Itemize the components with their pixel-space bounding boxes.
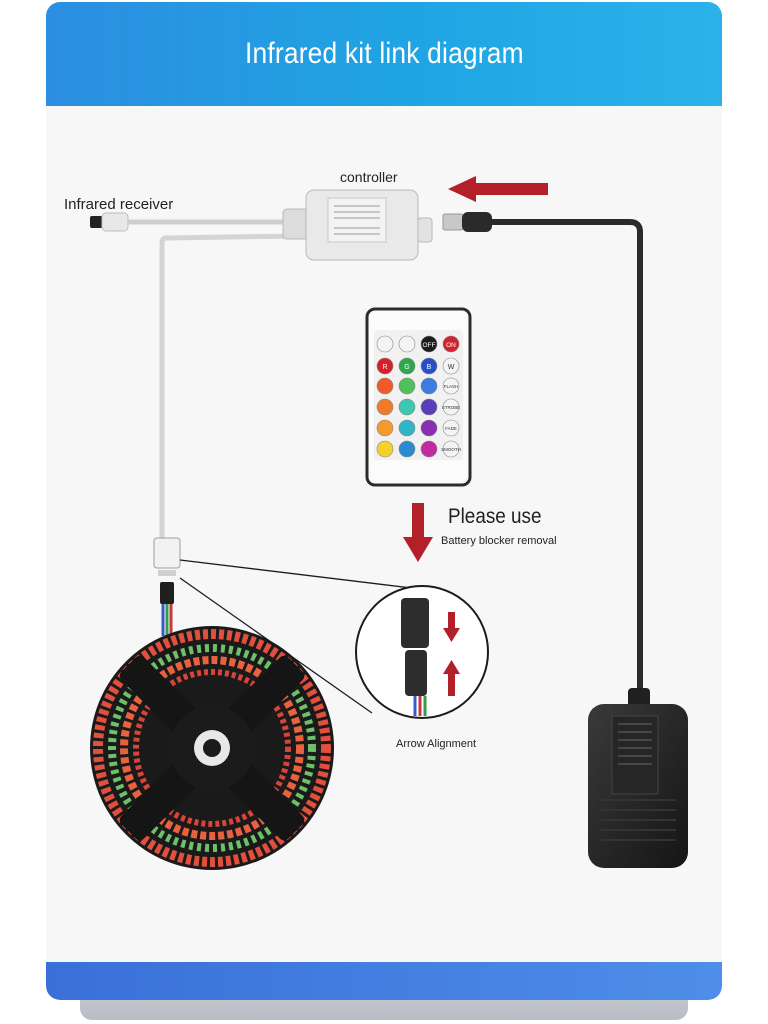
remote-button-brightness-down (399, 336, 415, 352)
remote-button-g-text: G (404, 364, 409, 371)
remote-button-fade-text: FADE (445, 426, 457, 431)
down-arrow (403, 503, 433, 562)
remote-color-button (399, 420, 415, 436)
strip-cable (162, 236, 300, 540)
led-strip-reel (90, 626, 334, 870)
power-adapter (588, 688, 688, 868)
remote-color-button (377, 441, 393, 457)
controller-box (283, 190, 432, 260)
remote-button-strobe-text: STROBE (442, 405, 461, 410)
remote-color-button (421, 441, 437, 457)
direction-arrow-left (448, 176, 548, 202)
remote-button-on-text: ON (446, 342, 456, 349)
remote-color-button (377, 399, 393, 415)
remote-button-b-text: B (427, 364, 432, 371)
remote-color-button (421, 399, 437, 415)
remote-color-button (399, 441, 415, 457)
infrared-receiver-label: Infrared receiver (64, 196, 173, 213)
strip-connector (154, 538, 180, 636)
controller-label: controller (340, 169, 398, 185)
remote-color-button (421, 420, 437, 436)
remote-color-button (377, 420, 393, 436)
battery-blocker-label: Battery blocker removal (441, 535, 557, 547)
remote-button-smooth-text: SMOOTH (441, 447, 461, 452)
remote-button-r-text: R (382, 364, 387, 371)
remote-button-brightness-up (377, 336, 393, 352)
remote-color-button (399, 378, 415, 394)
remote-button-off-text: OFF (423, 342, 436, 349)
remote-color-button (421, 378, 437, 394)
remote-control (367, 309, 470, 485)
remote-button-flash-text: FLASH (444, 384, 459, 389)
infrared-receiver (90, 213, 300, 231)
zoom-detail-circle (356, 586, 488, 718)
remote-button-w-text: W (448, 364, 455, 371)
please-use-label: Please use (448, 505, 542, 529)
arrow-alignment-label: Arrow Alignment (396, 738, 476, 750)
remote-color-button (377, 378, 393, 394)
remote-color-button (399, 399, 415, 415)
